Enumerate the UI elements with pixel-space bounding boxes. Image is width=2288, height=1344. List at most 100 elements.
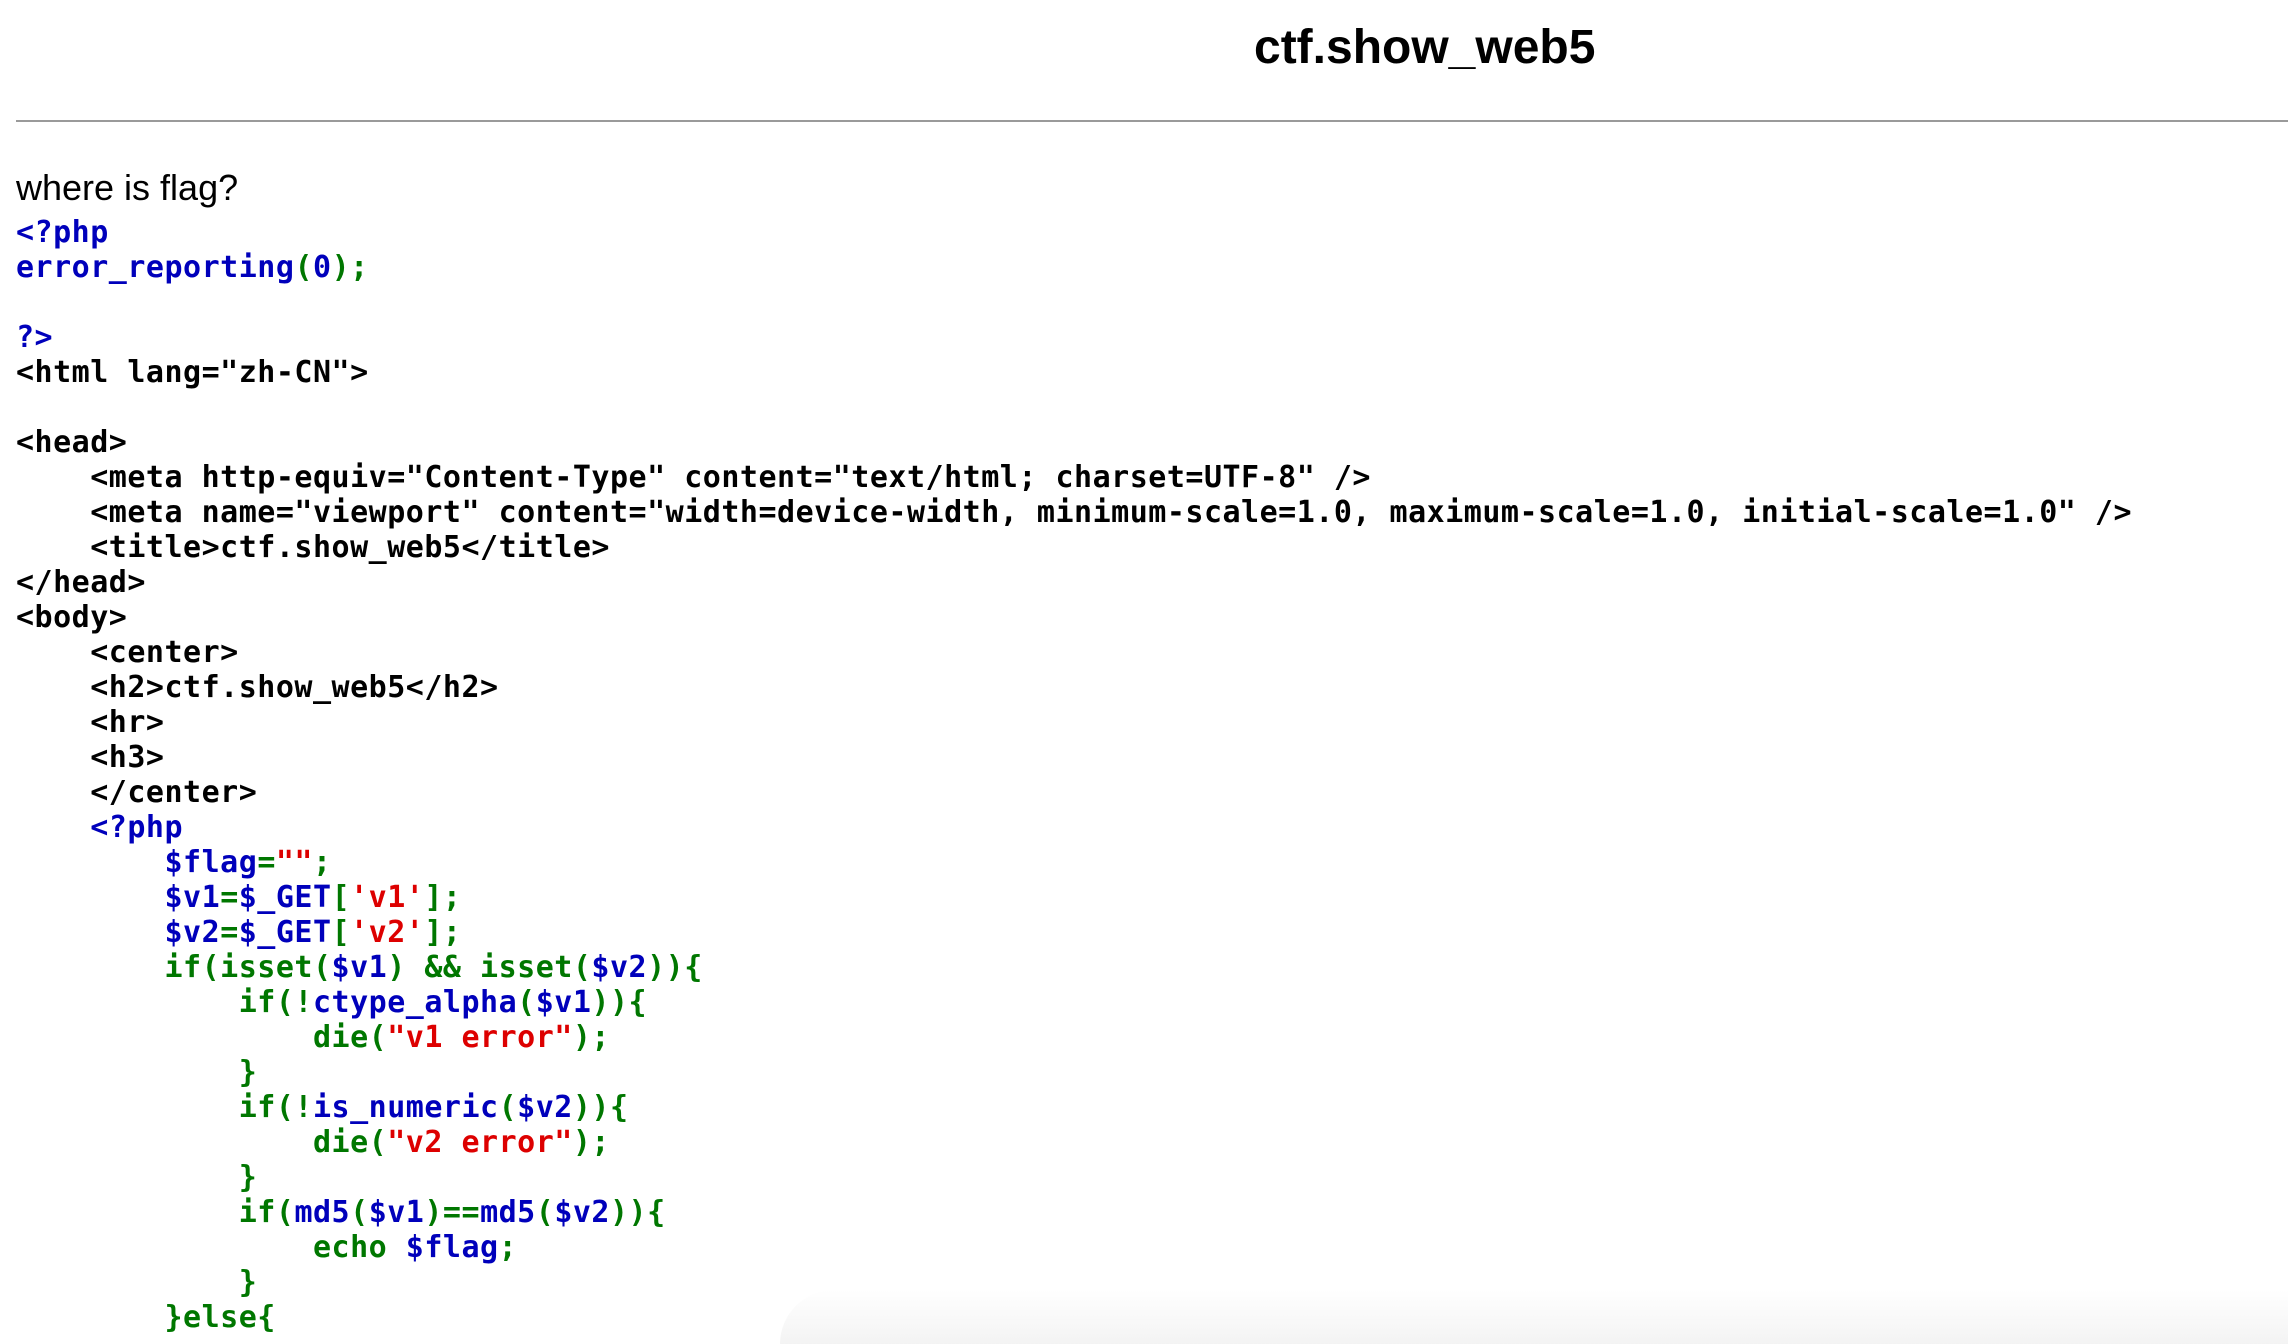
code-line: <h2>ctf.show_web5</h2> — [16, 670, 2132, 705]
code-token: md5 — [480, 1195, 536, 1230]
code-token: die( — [16, 1125, 388, 1160]
code-token: "v2 error" — [387, 1125, 573, 1160]
code-token: $v2 — [517, 1090, 573, 1125]
code-line: </center> — [16, 775, 2132, 810]
code-line: </head> — [16, 565, 2132, 600]
code-token: ( — [294, 250, 313, 285]
code-token: 'v2' — [350, 915, 425, 950]
code-token: ; — [498, 1230, 518, 1265]
code-token: echo — [16, 1230, 406, 1265]
code-line: }else{ — [16, 1300, 2132, 1335]
code-token: $v2 — [16, 915, 221, 950]
code-token: <?php — [16, 215, 109, 250]
code-token: <?php — [90, 810, 184, 845]
code-token: 'v1' — [350, 880, 425, 915]
code-token — [16, 810, 90, 845]
code-token: </head> — [16, 565, 146, 600]
code-token: )){ — [647, 950, 703, 985]
code-token: ]; — [424, 915, 462, 950]
code-token: ) && isset( — [387, 950, 592, 985]
code-token: <body> — [16, 600, 128, 635]
code-token: $v2 — [591, 950, 648, 985]
code-token: $v1 — [368, 1195, 425, 1230]
code-line — [16, 285, 2132, 320]
code-line: <head> — [16, 425, 2132, 460]
code-token: die( — [16, 1020, 388, 1055]
code-token: $_GET — [238, 915, 332, 950]
code-token: $flag — [405, 1230, 499, 1265]
code-line: if(isset($v1) && isset($v2)){ — [16, 950, 2132, 985]
code-line: } — [16, 1160, 2132, 1195]
code-token: <center> — [16, 635, 239, 670]
code-line: <html lang="zh-CN"> — [16, 355, 2132, 390]
code-token: ; — [313, 845, 332, 880]
code-token: )){ — [591, 985, 648, 1020]
code-line: $v1=$_GET['v1']; — [16, 880, 2132, 915]
code-line: <center> — [16, 635, 2132, 670]
code-line: die("v1 error"); — [16, 1020, 2132, 1055]
code-token: )== — [424, 1195, 481, 1230]
code-token: }else{ — [16, 1300, 276, 1335]
code-token: <meta http-equiv="Content-Type" content=… — [16, 460, 1371, 495]
code-token: $v2 — [554, 1195, 610, 1230]
code-token: <meta name="viewport" content="width=dev… — [16, 495, 2133, 530]
code-token: } — [16, 1265, 258, 1300]
code-token: ); — [331, 250, 369, 285]
code-token: <head> — [16, 425, 128, 460]
code-token: } — [16, 1160, 258, 1195]
horizontal-rule — [16, 120, 2288, 122]
code-token: $v1 — [331, 950, 388, 985]
code-token: ctype_alpha — [312, 985, 518, 1020]
code-line: if(!is_numeric($v2)){ — [16, 1090, 2132, 1125]
code-token: )){ — [610, 1195, 666, 1230]
subheading: where is flag? — [16, 167, 239, 208]
code-line: <?php — [16, 810, 2132, 845]
code-line: error_reporting(0); — [16, 250, 2132, 285]
code-line: ?> — [16, 320, 2132, 355]
code-line: echo $flag; — [16, 1230, 2132, 1265]
code-line: <h3> — [16, 740, 2132, 775]
code-token: = — [220, 915, 239, 950]
code-line: die("v2 error"); — [16, 1125, 2132, 1160]
code-token: "v1 error" — [387, 1020, 573, 1055]
code-token: ( — [517, 985, 536, 1020]
page-title: ctf.show_web5 — [1254, 21, 1596, 74]
code-token: [ — [331, 880, 351, 915]
code-token: ); — [572, 1020, 610, 1055]
code-token: <title>ctf.show_web5</title> — [16, 530, 610, 565]
code-line: $v2=$_GET['v2']; — [16, 915, 2132, 950]
code-token: if(! — [16, 985, 313, 1020]
code-line: <?php — [16, 215, 2132, 250]
code-token: = — [257, 845, 276, 880]
bottom-shadow — [780, 1290, 2288, 1344]
code-token: is_numeric — [312, 1090, 499, 1125]
code-line: <meta http-equiv="Content-Type" content=… — [16, 460, 2132, 495]
code-token: error_reporting — [16, 250, 295, 285]
code-token: $flag — [16, 845, 258, 880]
code-token: "" — [275, 845, 313, 880]
code-token: <h3> — [16, 740, 165, 775]
code-token: if( — [16, 1195, 295, 1230]
code-token: 0 — [313, 250, 332, 285]
code-token: ( — [350, 1195, 369, 1230]
code-token: <h2>ctf.show_web5</h2> — [16, 670, 499, 705]
code-line: if(!ctype_alpha($v1)){ — [16, 985, 2132, 1020]
code-token: $v1 — [16, 880, 221, 915]
code-line: <meta name="viewport" content="width=dev… — [16, 495, 2132, 530]
code-token: $v1 — [535, 985, 592, 1020]
code-token: )){ — [572, 1090, 629, 1125]
code-line: <title>ctf.show_web5</title> — [16, 530, 2132, 565]
code-token: ?> — [16, 320, 54, 355]
code-token: </center> — [16, 775, 258, 810]
code-line — [16, 390, 2132, 425]
code-token: ); — [572, 1125, 610, 1160]
code-token: $_GET — [238, 880, 332, 915]
code-token: ( — [535, 1195, 555, 1230]
code-token: ( — [498, 1090, 518, 1125]
code-line: if(md5($v1)==md5($v2)){ — [16, 1195, 2132, 1230]
code-token: [ — [331, 915, 351, 950]
code-token: if(isset( — [16, 950, 332, 985]
code-token: <html lang="zh-CN"> — [16, 355, 369, 390]
code-line: <body> — [16, 600, 2132, 635]
